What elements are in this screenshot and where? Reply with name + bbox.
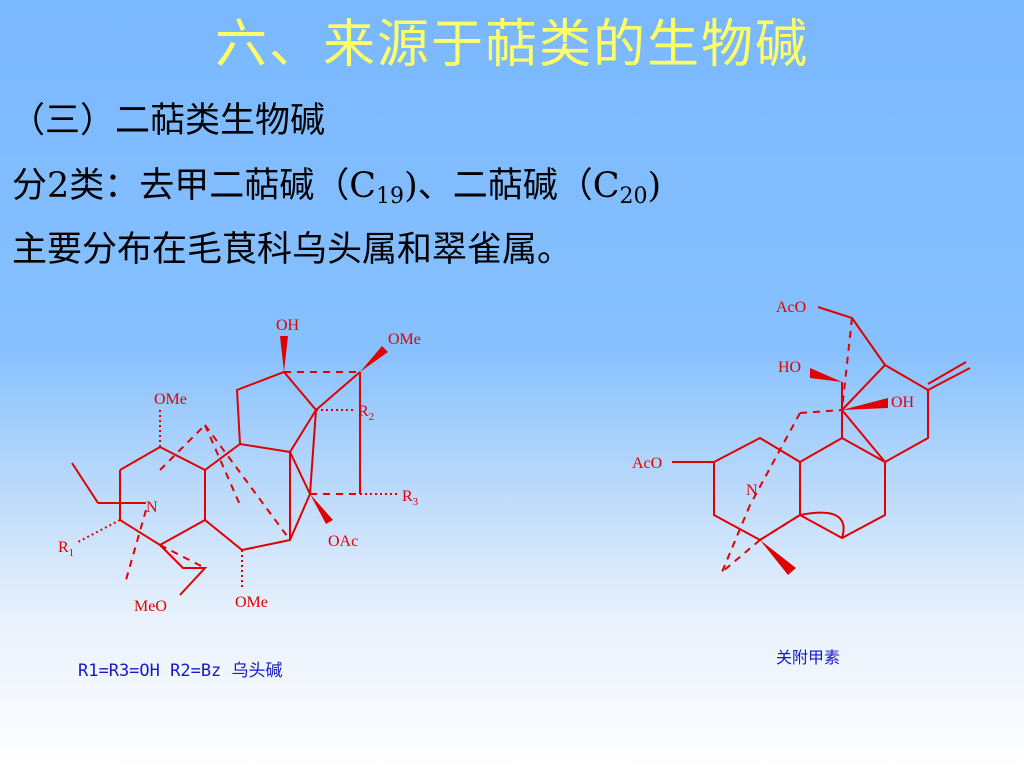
classification-line: 分2类：去甲二萜碱（C19)、二萜碱（C20) bbox=[12, 157, 661, 208]
oh-label: OH bbox=[891, 394, 915, 411]
c19-subscript: 19 bbox=[376, 184, 405, 209]
r1-subscript: 1 bbox=[69, 547, 75, 559]
ome-label: OMe bbox=[235, 594, 268, 611]
nitrogen-label: N bbox=[146, 499, 158, 516]
r1-letter: R bbox=[58, 539, 69, 556]
r1-label: R1 bbox=[58, 539, 74, 559]
subheading-diterpene-alkaloids: （三）二萜类生物碱 bbox=[10, 101, 326, 141]
oac-label: OAc bbox=[328, 533, 358, 550]
classification-mid: )、二萜碱（C bbox=[404, 166, 620, 206]
ome-label: OMe bbox=[388, 331, 421, 348]
aco-label: AcO bbox=[776, 299, 806, 316]
r2-letter: R bbox=[358, 403, 369, 420]
r3-letter: R bbox=[402, 488, 413, 505]
r2-subscript: 2 bbox=[369, 411, 375, 423]
r3-subscript: 3 bbox=[413, 496, 419, 508]
distribution-line: 主要分布在毛茛科乌头属和翠雀属。 bbox=[12, 230, 573, 270]
aconitine-caption: R1=R3=OH R2=Bz 乌头碱 bbox=[78, 661, 283, 681]
c20-subscript: 20 bbox=[619, 184, 648, 209]
guanfu-caption: 关附甲素 bbox=[776, 648, 841, 667]
ho-label: HO bbox=[778, 359, 801, 376]
r2-label: R2 bbox=[358, 403, 374, 423]
meo-label: MeO bbox=[134, 598, 167, 615]
oh-label: OH bbox=[276, 317, 300, 334]
r3-label: R3 bbox=[402, 488, 419, 508]
guanfu-base-structure: AcO HO OH AcO N bbox=[632, 299, 971, 575]
ome-label: OMe bbox=[154, 391, 187, 408]
aco-label: AcO bbox=[632, 455, 662, 472]
slide-title: 六、来源于萜类的生物碱 bbox=[214, 15, 809, 75]
classification-prefix: 分2类：去甲二萜碱（C bbox=[12, 166, 377, 206]
classification-suffix: ) bbox=[647, 166, 662, 206]
nitrogen-label: N bbox=[746, 482, 758, 499]
aconitine-structure: OH OMe OMe R2 R3 N R1 OAc MeO OMe bbox=[58, 317, 421, 615]
